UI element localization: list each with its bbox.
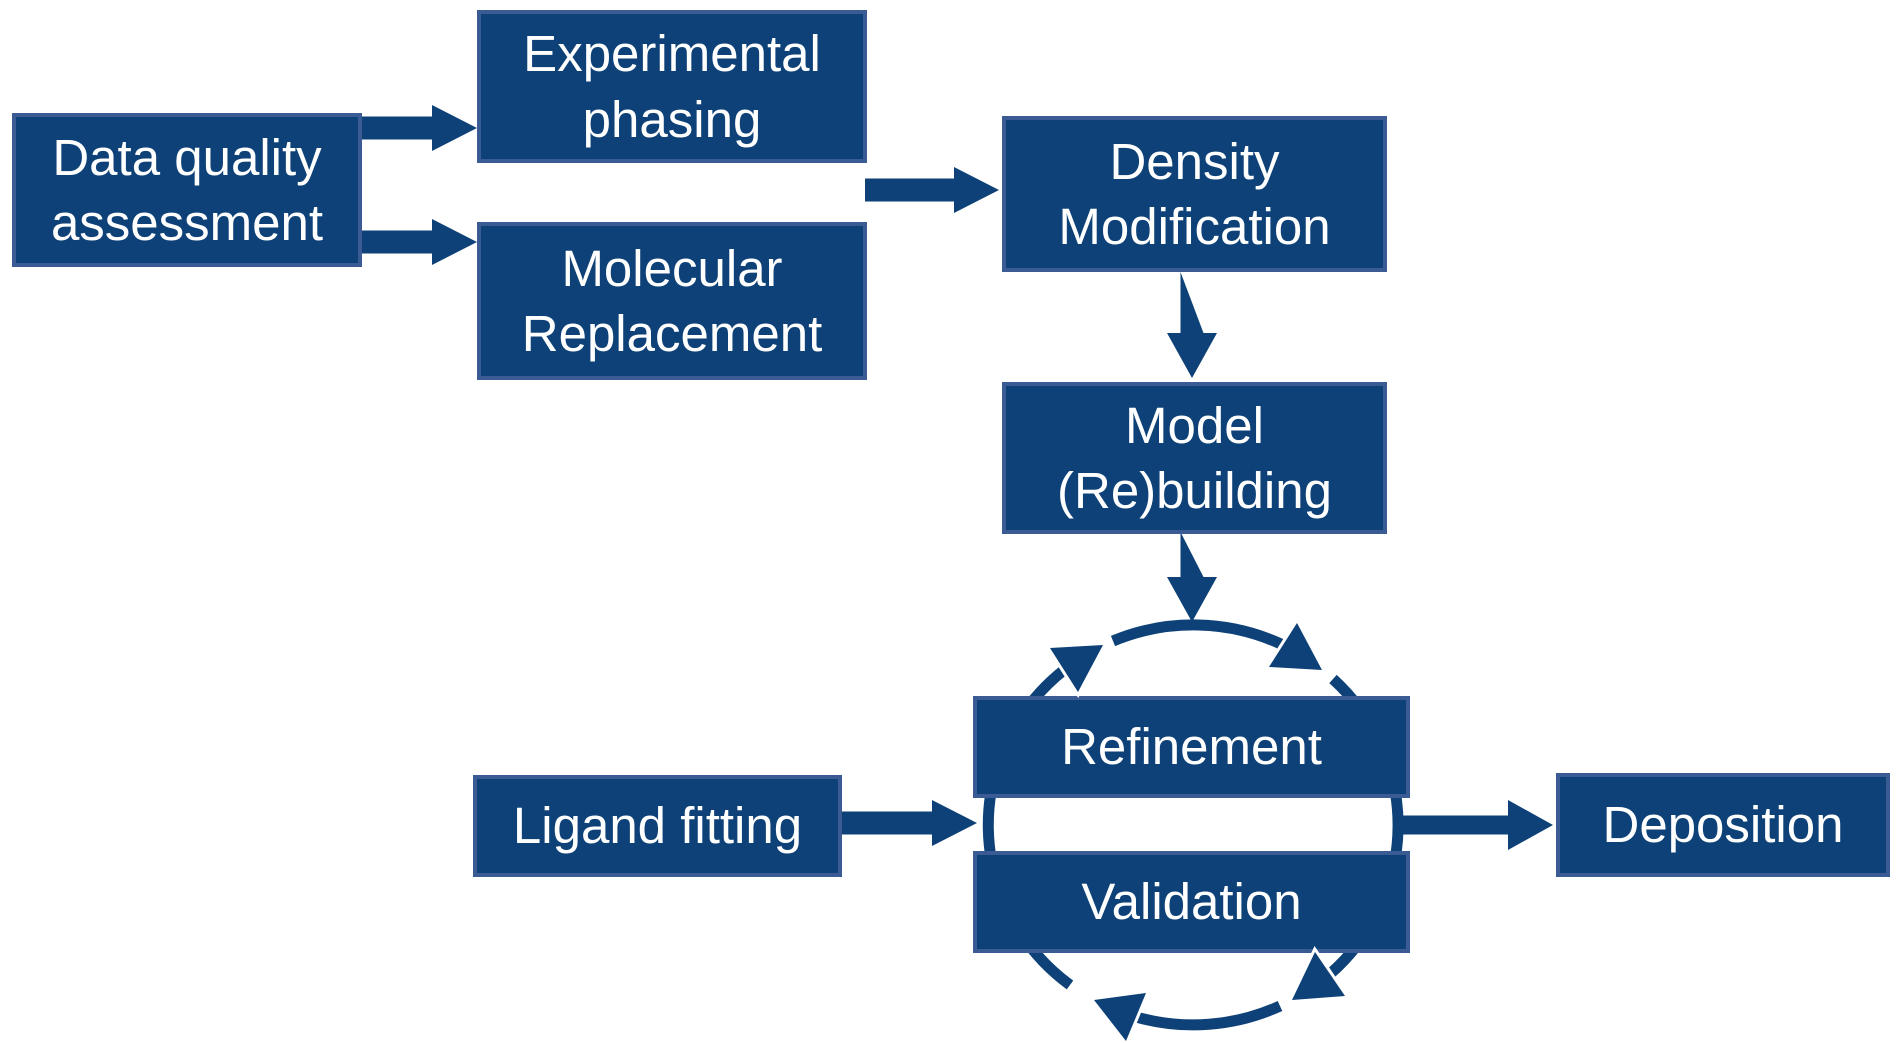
node-label-line: Replacement bbox=[521, 305, 823, 362]
node-label-line: Ligand fitting bbox=[512, 797, 803, 855]
node-label-line: Deposition bbox=[1602, 796, 1844, 854]
node-molecular-replacement: Molecular Replacement bbox=[477, 222, 867, 380]
cycle-arrowhead-bottom-right-icon bbox=[1287, 946, 1351, 1004]
arrow-phasing-to-density bbox=[865, 167, 999, 213]
cycle-arc-bottom bbox=[1134, 1000, 1283, 1031]
cycle-arrowhead-bottom-left-icon bbox=[1088, 989, 1151, 1043]
node-label-line: Validation bbox=[1081, 873, 1302, 931]
node-deposition: Deposition bbox=[1556, 773, 1890, 877]
node-ligand-fitting: Ligand fitting bbox=[473, 775, 842, 877]
node-density-modification: Density Modification bbox=[1002, 116, 1387, 272]
node-refinement: Refinement bbox=[973, 696, 1410, 798]
node-label-line: Modification bbox=[1058, 198, 1331, 255]
node-label-line: Molecular bbox=[561, 239, 783, 297]
node-label-line: Data quality bbox=[52, 128, 322, 186]
node-experimental-phasing: Experimental phasing bbox=[477, 10, 867, 163]
cycle-arc-top bbox=[1110, 619, 1286, 650]
cycle-arrowhead-top-left-icon bbox=[1044, 641, 1109, 698]
arrow-model-to-cycle bbox=[1167, 532, 1217, 622]
node-label-line: assessment bbox=[50, 194, 324, 251]
node-label-line: Model bbox=[1125, 396, 1264, 454]
arrow-cycle-to-deposition bbox=[1400, 800, 1553, 850]
arrow-ligand-to-cycle bbox=[842, 800, 977, 846]
node-label-line: Density bbox=[1109, 132, 1280, 190]
node-label-line: (Re)building bbox=[1057, 462, 1332, 519]
arrow-density-to-model bbox=[1167, 272, 1217, 378]
arrow-dataquality-to-molecular bbox=[362, 219, 477, 265]
cycle-arrowhead-top-right-icon bbox=[1263, 617, 1328, 674]
node-label-line: Experimental bbox=[523, 25, 821, 83]
node-label-line: Refinement bbox=[1061, 718, 1322, 776]
node-model-rebuilding: Model (Re)building bbox=[1002, 382, 1387, 534]
arrow-dataquality-to-experimental bbox=[362, 105, 477, 151]
node-label-line: phasing bbox=[582, 90, 762, 148]
node-data-quality-assessment: Data quality assessment bbox=[12, 113, 362, 267]
node-validation: Validation bbox=[973, 851, 1410, 953]
